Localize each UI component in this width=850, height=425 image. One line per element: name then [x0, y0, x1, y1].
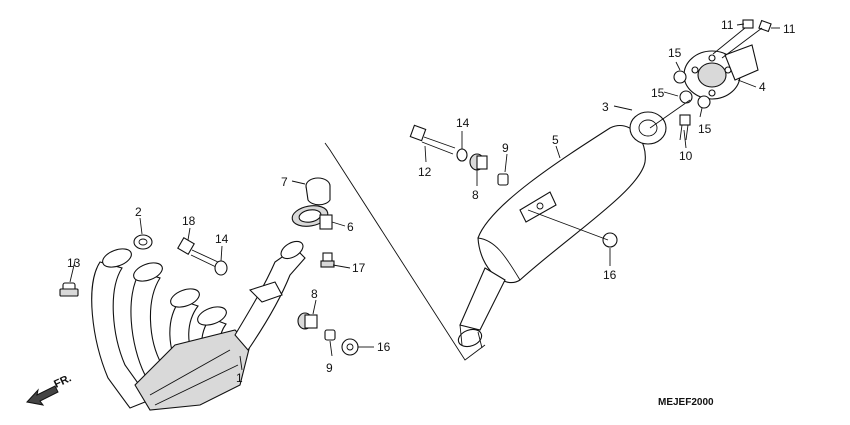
exhaust-joint-gasket [305, 177, 331, 206]
exhaust-pipe-band [291, 205, 333, 230]
callout-15-middle: 15 [651, 86, 665, 100]
callout-15-top: 15 [668, 46, 682, 60]
cover-screw-11-left [742, 19, 754, 29]
callout-8-upper: 8 [472, 188, 479, 202]
nut-15-middle [679, 90, 693, 104]
muffler-bolt-10 [679, 114, 691, 141]
callout-10: 10 [679, 149, 693, 163]
collar-9-upper [497, 173, 509, 186]
nut-14-lower [214, 260, 228, 276]
callout-7: 7 [281, 175, 288, 189]
nut-15-lower [697, 95, 711, 109]
cover-screw-11-right [758, 19, 772, 33]
exhaust-pipe-assembly [91, 240, 306, 411]
muffler-end-cap [683, 44, 759, 100]
mount-collar-8-lower [297, 312, 318, 330]
band-bolt-17 [320, 252, 335, 268]
callout-2: 2 [135, 205, 142, 219]
callout-9-lower: 9 [326, 361, 333, 375]
front-direction-label: FR. [52, 372, 73, 390]
callout-14-lower: 14 [215, 232, 229, 246]
stud-bolt-13 [59, 282, 79, 297]
front-arrow-icon [26, 385, 59, 406]
callout-3: 3 [602, 100, 609, 114]
flange-nut-16-upper [602, 232, 618, 248]
assembly-guide-lines [69, 23, 780, 371]
collar-9-lower [324, 329, 336, 341]
callout-5: 5 [552, 133, 559, 147]
muffler-cover [629, 111, 667, 145]
callout-18: 18 [182, 214, 196, 228]
nut-15-top [673, 70, 687, 84]
callout-labels: 13 2 18 14 7 6 17 8 9 16 1 12 14 8 9 5 1… [67, 18, 796, 385]
callout-1: 1 [236, 371, 243, 385]
callout-11-left: 11 [721, 18, 734, 32]
callout-6: 6 [347, 220, 354, 234]
callout-17: 17 [352, 261, 366, 275]
callout-4: 4 [759, 80, 766, 94]
mount-bolt-12 [409, 124, 456, 155]
callout-15-lower: 15 [698, 122, 712, 136]
callout-16-lower: 16 [377, 340, 391, 354]
callout-8-lower: 8 [311, 287, 318, 301]
washer-14-upper [456, 148, 468, 162]
exhaust-gasket [133, 234, 153, 250]
flange-bolt-18 [177, 237, 219, 268]
callout-13: 13 [67, 256, 81, 270]
callout-16-upper: 16 [603, 268, 617, 282]
callout-11-right: 11 [783, 22, 796, 36]
callout-12: 12 [418, 165, 432, 179]
callout-14-upper: 14 [456, 116, 470, 130]
callout-9-upper: 9 [502, 141, 509, 155]
mount-collar-8-upper [469, 153, 488, 171]
front-direction-indicator: FR. [26, 372, 73, 406]
flange-nut-16-lower [341, 338, 359, 356]
muffler [457, 125, 646, 349]
diagram-code: MEJEF2000 [658, 397, 714, 408]
